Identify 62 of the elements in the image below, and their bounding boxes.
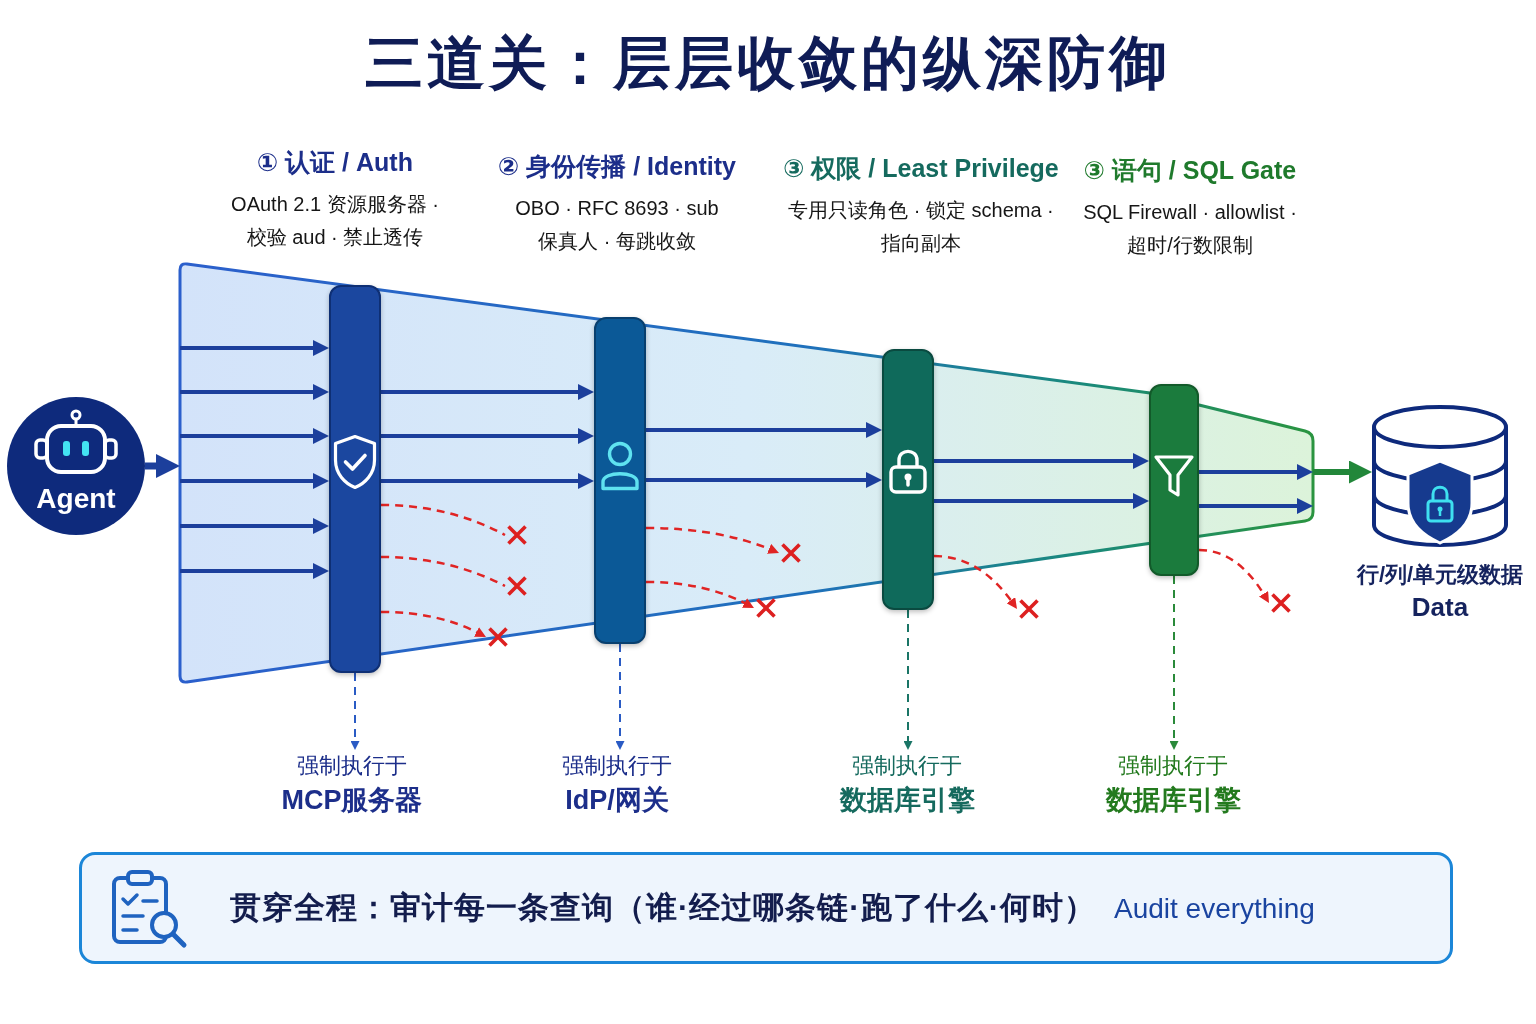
enforce-caption: 强制执行于	[297, 752, 407, 780]
enforce-target: 数据库引擎	[839, 783, 975, 817]
enforce-target: MCP服务器	[281, 783, 423, 817]
enforce-caption: 强制执行于	[852, 752, 962, 780]
dashed-arrow	[1169, 575, 1179, 750]
audit-text: 贯穿全程：审计每一条查询（谁·经过哪条链·跑了什么·何时）	[230, 888, 1096, 927]
flow-arrow	[1199, 498, 1313, 514]
flow-arrow	[180, 473, 329, 489]
dashed-arrow	[350, 672, 360, 750]
cross-mark-icon	[779, 541, 803, 565]
dashed-arrow	[646, 526, 780, 554]
dashed-line	[380, 555, 506, 588]
agent-label: Agent	[36, 482, 116, 516]
diagram-title: 三道关：层层收敛的纵深防御	[365, 29, 1171, 97]
audit-banner	[79, 852, 1453, 964]
gate-bar	[882, 349, 934, 610]
flow-arrow	[934, 453, 1149, 469]
cross-mark-icon	[1269, 591, 1293, 615]
dashed-arrow	[380, 610, 487, 637]
flow-arrow	[145, 454, 180, 478]
flow-arrow	[646, 472, 882, 488]
flow-arrow	[180, 563, 329, 579]
gate-bar	[1149, 384, 1199, 576]
dashed-arrow	[1198, 548, 1270, 603]
flow-arrow	[1313, 460, 1372, 484]
cross-mark-icon	[505, 574, 529, 598]
flow-arrow	[646, 422, 882, 438]
flow-arrow	[934, 493, 1149, 509]
dashed-arrow	[933, 554, 1018, 609]
gate-description: SQL Firewall · allowlist · 超时/行数限制	[1082, 200, 1298, 258]
gate-bar	[329, 285, 381, 673]
flow-arrow	[381, 428, 594, 444]
enforce-target: IdP/网关	[565, 783, 669, 817]
flow-arrow	[381, 384, 594, 400]
audit-subtitle: Audit everything	[1114, 891, 1315, 926]
gate-description: 专用只读角色 · 锁定 schema · 指向副本	[787, 198, 1055, 256]
flow-arrow	[180, 428, 329, 444]
gate-heading: ③ 语句 / SQL Gate	[1083, 155, 1297, 186]
flow-arrow	[180, 384, 329, 400]
flow-arrow	[180, 518, 329, 534]
data-label: Data	[1411, 590, 1469, 623]
gate-bar	[594, 317, 646, 644]
cross-mark-icon	[486, 625, 510, 649]
flow-arrow	[381, 473, 594, 489]
cross-mark-icon	[1017, 597, 1041, 621]
gate-heading: ② 身份传播 / Identity	[498, 151, 736, 182]
dashed-arrow	[615, 643, 625, 750]
cross-mark-icon	[505, 523, 529, 547]
data-caption: 行/列/单元级数据	[1356, 561, 1524, 589]
enforce-caption: 强制执行于	[562, 752, 672, 780]
cross-mark-icon	[754, 596, 778, 620]
gate-heading: ① 认证 / Auth	[257, 147, 413, 178]
dashed-line	[380, 503, 506, 537]
dashed-arrow	[645, 580, 755, 608]
gate-description: OAuth 2.1 资源服务器 · 校验 aud · 禁止透传	[230, 192, 440, 250]
enforce-caption: 强制执行于	[1118, 752, 1228, 780]
flow-arrow	[1199, 464, 1313, 480]
flow-arrow	[180, 340, 329, 356]
gate-heading: ③ 权限 / Least Privilege	[783, 153, 1059, 184]
gate-description: OBO · RFC 8693 · sub 保真人 · 每跳收敛	[514, 196, 720, 254]
enforce-target: 数据库引擎	[1105, 783, 1241, 817]
dashed-arrow	[903, 609, 913, 750]
